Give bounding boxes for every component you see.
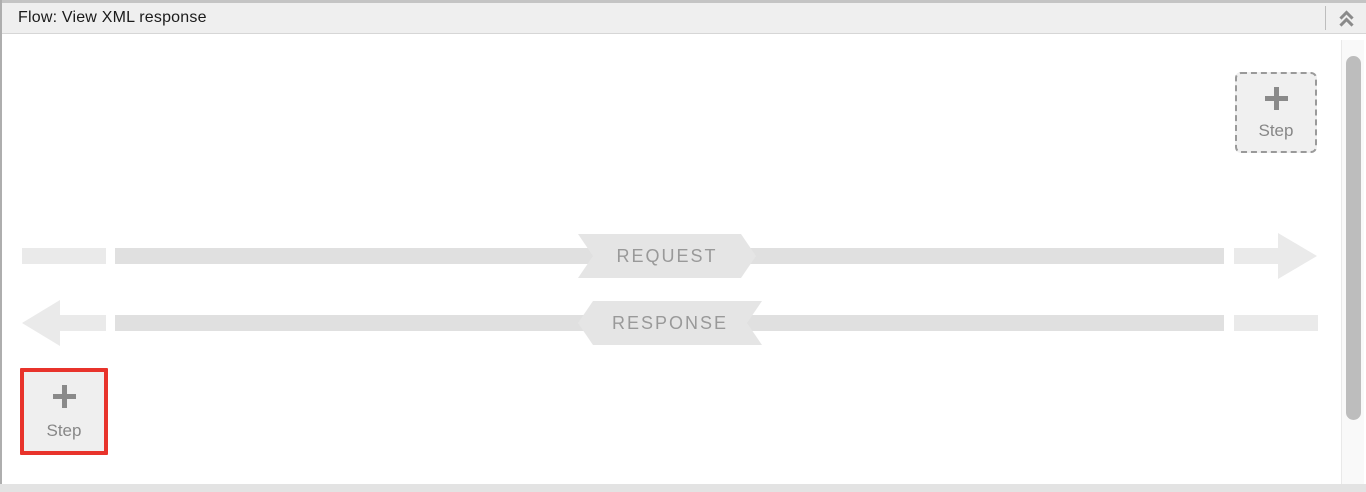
- response-arrow-end-segment: [1234, 315, 1318, 331]
- vertical-scrollbar-thumb[interactable]: [1346, 56, 1361, 420]
- response-badge-label: RESPONSE: [611, 312, 729, 333]
- request-badge-label: REQUEST: [616, 245, 718, 266]
- add-request-step-button[interactable]: Step: [1235, 72, 1317, 153]
- request-badge: REQUEST: [578, 234, 756, 278]
- title-bar-divider: [1325, 6, 1326, 30]
- panel-title: Flow: View XML response: [18, 9, 207, 26]
- plus-icon: [1264, 87, 1288, 110]
- panel-bottom-edge: [0, 484, 1366, 492]
- response-badge: RESPONSE: [578, 301, 762, 345]
- title-bar: Flow: View XML response: [2, 3, 1366, 34]
- request-arrow-start-segment: [22, 248, 106, 264]
- panel-left-border: [0, 0, 2, 484]
- collapse-panel-button[interactable]: [1326, 3, 1366, 33]
- add-step-label: Step: [1258, 121, 1294, 140]
- chevron-double-up-icon: [1338, 9, 1354, 27]
- panel-top-border: [0, 0, 1366, 3]
- plus-icon: [52, 385, 76, 408]
- response-arrow-shaft: [58, 315, 106, 331]
- add-step-label: Step: [46, 421, 82, 440]
- request-arrow-shaft: [1234, 248, 1280, 264]
- title-bar-actions: [1325, 3, 1366, 33]
- add-response-step-button[interactable]: Step: [20, 368, 108, 455]
